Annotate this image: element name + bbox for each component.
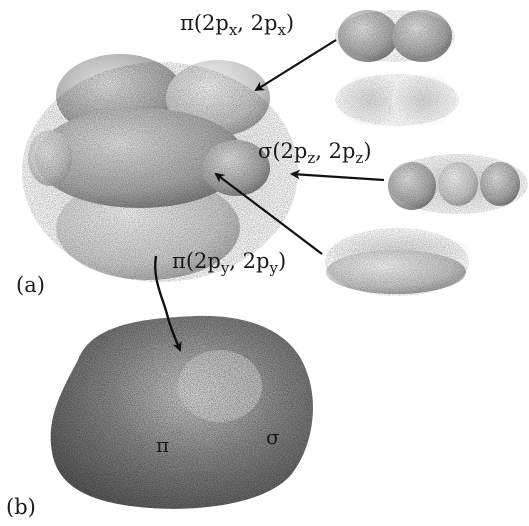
panel-label-b: (b) [6, 495, 36, 519]
label-sigma-z: σ(2pz, 2pz) [258, 139, 372, 167]
arrow-to-blob [154, 255, 182, 352]
blob-label-pi: π [156, 433, 169, 457]
total-density-blob [50, 315, 313, 509]
pi-y-orbital [325, 228, 470, 296]
pi-x-orbital-lower [335, 74, 459, 126]
composite-orbital-cloud [22, 54, 298, 282]
arrow-sigma-z [290, 169, 385, 182]
arrow-pi-y [214, 172, 323, 255]
label-pi-y: π(2py, 2py) [172, 249, 286, 277]
label-pi-x: π(2px, 2px) [180, 11, 294, 39]
panel-label-a: (a) [16, 273, 45, 297]
pi-x-orbital-upper [335, 10, 455, 62]
arrow-pi-x [254, 39, 337, 92]
blob-label-sigma: σ [266, 425, 280, 449]
sigma-z-orbital [388, 154, 528, 214]
